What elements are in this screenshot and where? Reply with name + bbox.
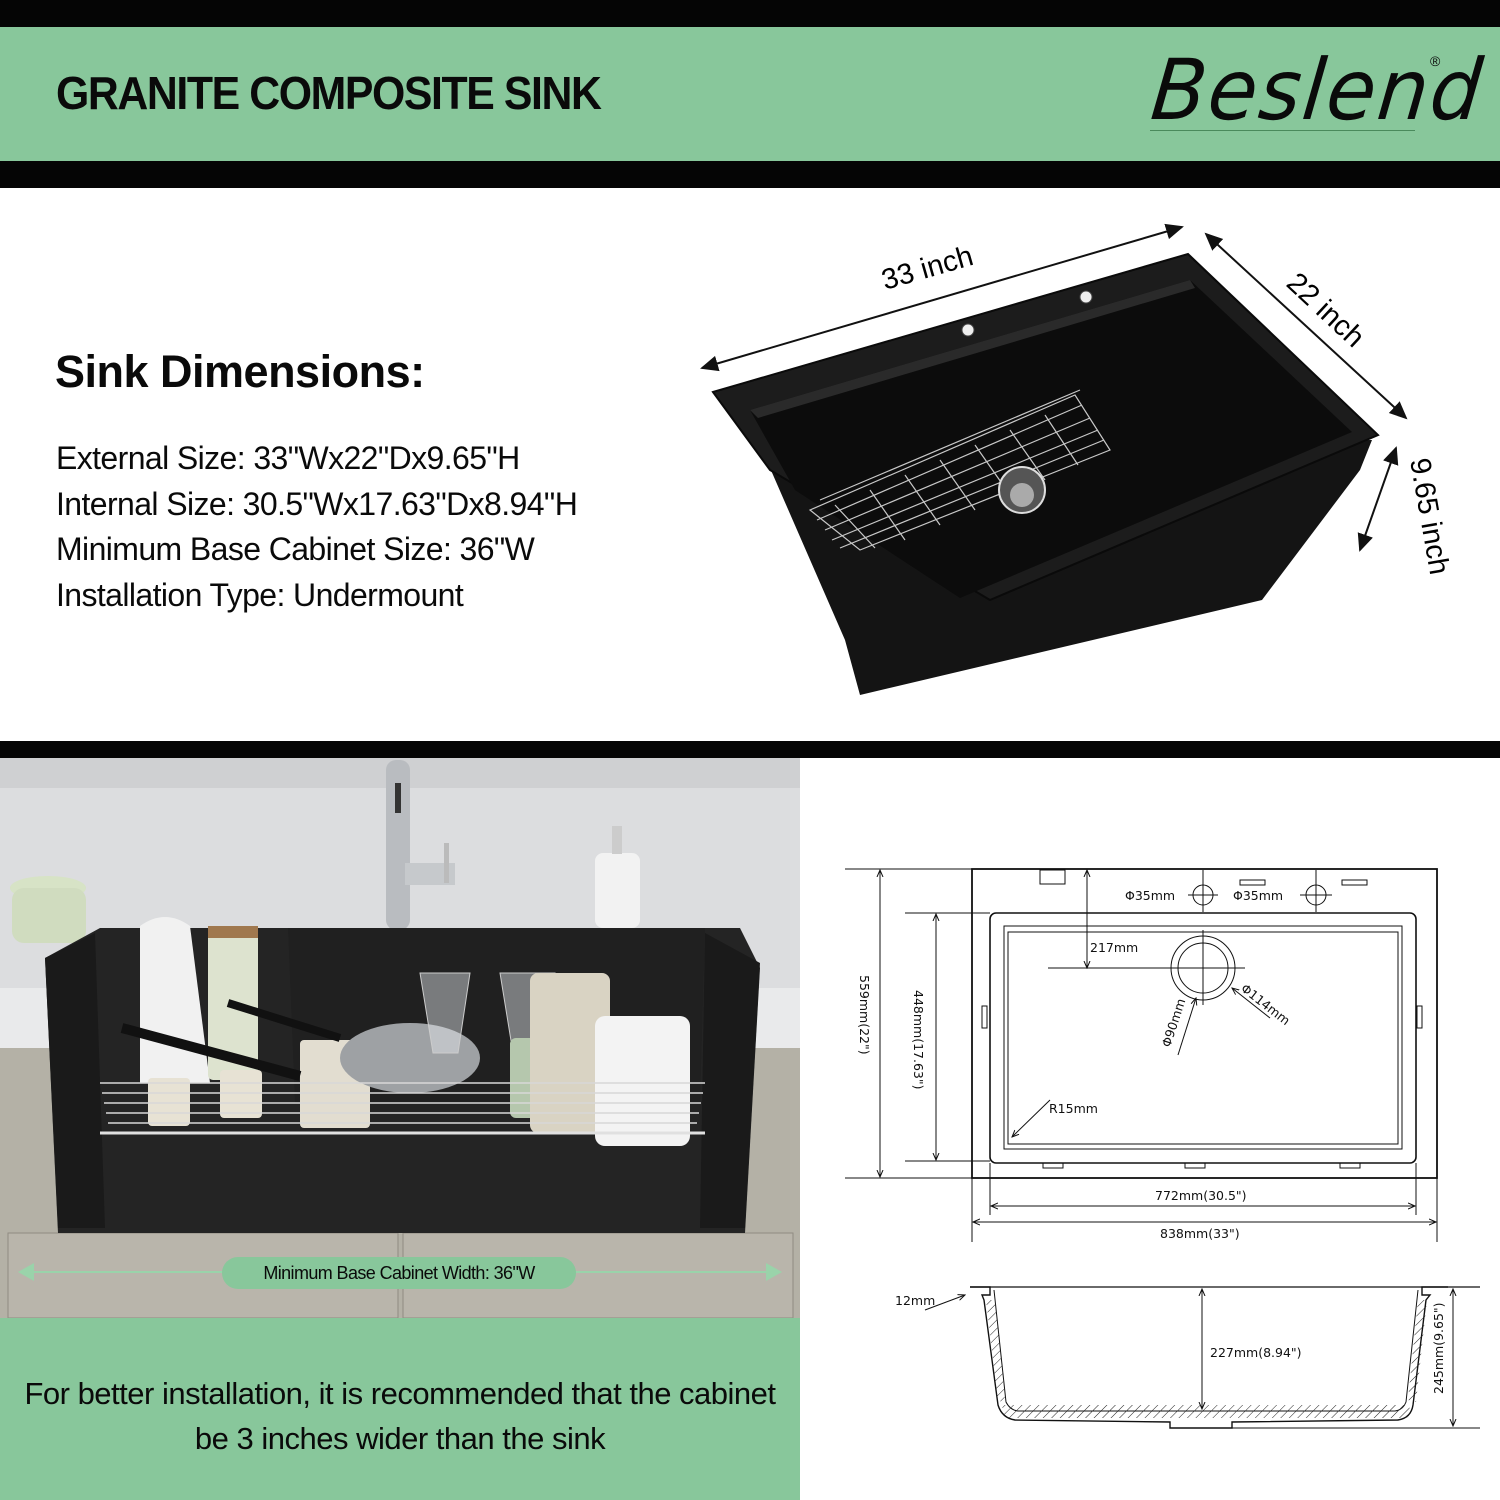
outer-width-label: 838mm(33") — [1160, 1226, 1240, 1241]
technical-drawing: Φ35mm Φ35mm 217mm Φ114mm Φ90mm R15mm 559… — [845, 868, 1480, 1429]
dimensions-heading: Sink Dimensions: — [55, 346, 425, 397]
header-band — [0, 27, 1500, 161]
outer-depth-label: 559mm(22") — [857, 975, 872, 1055]
inner-depth-label: 448mm(17.63") — [911, 990, 926, 1090]
spec-installation-type: Installation Type: Undermount — [56, 576, 464, 613]
sink-3d-illustration: 33 inch 22 inch 9.65 inch — [700, 223, 1455, 695]
spec-external-size: External Size: 33"Wx22"Dx9.65"H — [56, 440, 520, 476]
recommendation-text: For better installation, it is recommend… — [24, 1376, 776, 1456]
inner-height-label: 227mm(8.94") — [1210, 1345, 1302, 1360]
drain-inner-label: Φ90mm — [1159, 997, 1189, 1049]
faucet-hole-2-label: Φ35mm — [1233, 888, 1283, 903]
header-bottom-bar — [0, 161, 1500, 188]
rim-thickness-label: 12mm — [895, 1293, 935, 1308]
cabinet-width-label: Minimum Base Cabinet Width: 36"W — [222, 1257, 576, 1289]
top-black-bar — [0, 0, 1500, 27]
dimensions-spec-list: External Size: 33"Wx22"Dx9.65"H Internal… — [56, 436, 578, 618]
recommendation-panel — [0, 1318, 800, 1500]
drain-outer-label: Φ114mm — [1238, 981, 1293, 1029]
depth-label: 22 inch — [1280, 267, 1370, 354]
inner-width-label: 772mm(30.5") — [1155, 1188, 1247, 1203]
page-title: GRANITE COMPOSITE SINK — [56, 67, 602, 119]
installation-photo — [0, 758, 800, 1318]
outer-height-label: 245mm(9.65") — [1431, 1302, 1446, 1394]
spec-internal-size: Internal Size: 30.5"Wx17.63"Dx8.94"H — [56, 485, 578, 522]
height-label: 9.65 inch — [1403, 456, 1455, 577]
drain-offset-label: 217mm — [1090, 940, 1138, 955]
section-divider-bar — [0, 741, 1500, 758]
logo-underline — [1150, 130, 1415, 131]
registered-mark: ® — [1430, 53, 1441, 69]
corner-radius-label: R15mm — [1049, 1101, 1098, 1116]
width-label: 33 inch — [878, 240, 977, 297]
spec-cabinet-size: Minimum Base Cabinet Size: 36"W — [56, 531, 535, 567]
faucet-hole-1-label: Φ35mm — [1125, 888, 1175, 903]
